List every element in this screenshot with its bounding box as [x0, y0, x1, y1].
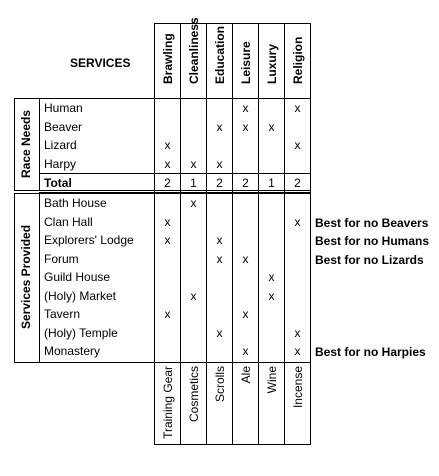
- race-box-bottom: [14, 190, 311, 191]
- column-divider: [206, 23, 207, 444]
- best-note: Best for no Harpies: [315, 345, 426, 359]
- services-box-left: [14, 193, 15, 362]
- column-divider: [232, 23, 233, 444]
- service-name: Tavern: [44, 307, 81, 321]
- column-footer: Training Gear: [155, 364, 180, 446]
- total-top-border: [39, 173, 311, 174]
- column-divider: [154, 23, 155, 444]
- column-footer: Scrolls: [207, 364, 232, 446]
- service-mark: x: [242, 251, 249, 266]
- service-mark: x: [294, 325, 301, 340]
- column-footer: Ale: [233, 364, 258, 446]
- need-mark: x: [216, 119, 223, 134]
- column-header-label: Brawling: [160, 33, 175, 84]
- column-footer: Incense: [285, 364, 310, 446]
- need-mark: x: [294, 101, 301, 115]
- total-value: 2: [294, 176, 301, 190]
- service-mark: x: [268, 288, 275, 303]
- column-header: Religion: [285, 22, 310, 100]
- column-header: Education: [207, 22, 232, 100]
- race-name: Lizard: [44, 138, 77, 152]
- race-box-inner: [39, 98, 40, 190]
- total-value: 1: [190, 176, 197, 190]
- need-mark: x: [190, 156, 197, 171]
- service-name: Bath House: [44, 196, 107, 210]
- services-box-top: [14, 193, 311, 194]
- column-divider: [284, 23, 285, 444]
- need-mark: x: [216, 156, 223, 171]
- service-name: Clan Hall: [44, 214, 93, 229]
- column-divider: [258, 23, 259, 444]
- service-name: Forum: [44, 251, 79, 266]
- column-header-label: Cleanliness: [186, 17, 201, 84]
- service-mark: x: [190, 288, 197, 303]
- service-name: (Holy) Market: [44, 288, 117, 303]
- total-value: 2: [164, 176, 171, 190]
- race-box-top: [14, 98, 311, 99]
- column-header: Leisure: [233, 22, 258, 100]
- service-mark: x: [164, 214, 171, 229]
- column-divider: [180, 23, 181, 444]
- grid-bottom-border: [154, 444, 311, 445]
- column-footer-label: Cosmetics: [186, 366, 201, 423]
- service-mark: x: [268, 270, 275, 284]
- services-box-inner: [39, 193, 40, 362]
- service-mark: x: [242, 307, 249, 321]
- best-note: Best for no Beavers: [315, 215, 429, 230]
- need-mark: x: [242, 101, 249, 115]
- need-mark: x: [164, 138, 171, 152]
- services-box-bottom: [14, 362, 311, 363]
- service-mark: x: [294, 344, 301, 358]
- service-name: (Holy) Temple: [44, 325, 118, 340]
- service-name: Guild House: [44, 270, 111, 284]
- grid-top-border: [154, 23, 311, 24]
- race-name: Beaver: [44, 119, 83, 134]
- service-mark: x: [216, 233, 223, 247]
- total-label: Total: [44, 176, 72, 190]
- service-mark: x: [190, 196, 197, 210]
- column-footer-label: Ale: [238, 366, 253, 384]
- column-footer-label: Incense: [290, 366, 305, 409]
- need-mark: x: [294, 138, 301, 152]
- column-footer: Cosmetics: [181, 364, 206, 446]
- service-name: Monastery: [44, 344, 101, 358]
- column-header-label: Religion: [290, 36, 305, 84]
- service-mark: x: [216, 251, 223, 266]
- column-header: Cleanliness: [181, 17, 206, 100]
- service-mark: x: [294, 214, 301, 229]
- need-mark: x: [268, 119, 275, 134]
- column-divider: [310, 23, 311, 444]
- total-bottom-border: [39, 192, 311, 193]
- service-mark: x: [164, 307, 171, 321]
- race-needs-label: Race Needs: [19, 109, 33, 179]
- services-provided-label: Services Provided: [19, 224, 33, 330]
- service-mark: x: [242, 344, 249, 358]
- column-footer-label: Scrolls: [212, 366, 227, 403]
- need-mark: x: [242, 119, 249, 134]
- service-name: Explorers' Lodge: [44, 233, 134, 247]
- table-title: SERVICES: [70, 56, 131, 70]
- column-header-label: Leisure: [238, 41, 253, 84]
- column-header: Luxury: [259, 22, 284, 100]
- column-header-label: Luxury: [264, 43, 279, 84]
- column-footer-label: Wine: [264, 366, 279, 394]
- column-header: Brawling: [155, 22, 180, 100]
- best-note: Best for no Humans: [315, 234, 430, 248]
- column-header-label: Education: [212, 25, 227, 84]
- column-footer: Wine: [259, 364, 284, 446]
- race-name: Human: [44, 101, 83, 115]
- need-mark: x: [164, 156, 171, 171]
- service-mark: x: [216, 325, 223, 340]
- column-footer-label: Training Gear: [160, 366, 175, 439]
- total-value: 2: [242, 176, 249, 190]
- total-value: 1: [268, 176, 275, 190]
- race-box-left: [14, 98, 15, 190]
- service-mark: x: [164, 233, 171, 247]
- race-name: Harpy: [44, 156, 77, 171]
- best-note: Best for no Lizards: [315, 252, 424, 267]
- total-value: 2: [216, 176, 223, 190]
